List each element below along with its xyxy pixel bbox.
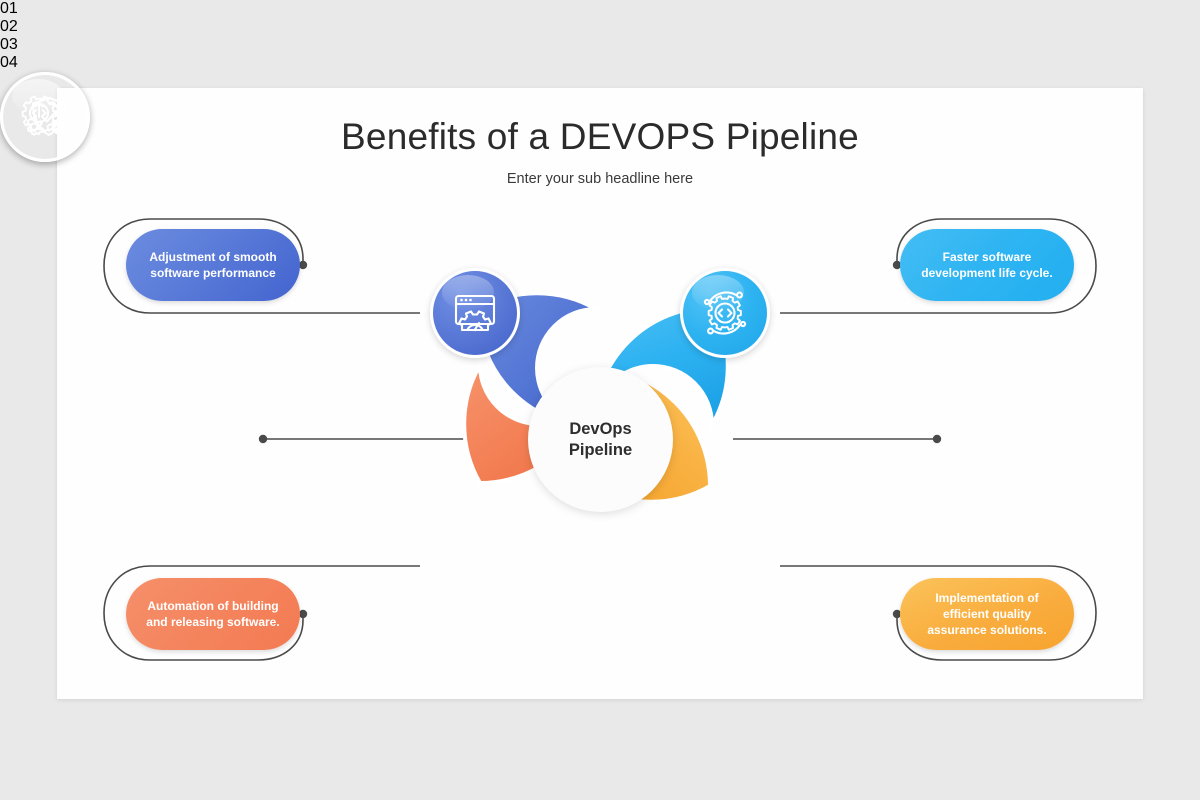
page-title: Benefits of a DEVOPS Pipeline [341,116,859,157]
connector-dot-top-left [298,260,308,270]
connector-dot-bottom-right [892,609,902,619]
petal-number-01: 01 [0,0,18,17]
connector-dot-middle-left [258,434,268,444]
connector-bottom-left [103,565,420,661]
connector-bottom-right [780,565,1097,661]
icon-bubble-02[interactable] [680,268,770,358]
gear-code-arrows-icon [21,95,67,135]
center-label: DevOps Pipeline [528,367,673,512]
connector-dot-top-right [892,260,902,270]
icon-bubble-01[interactable] [430,268,520,358]
center-label-line1: DevOps [569,420,632,439]
connector-dot-bottom-left [298,609,308,619]
icon-bubble-04[interactable] [0,72,90,162]
petal-number-02: 02 [0,18,18,35]
gear-code-network-icon [703,291,747,335]
connector-top-right [780,218,1097,314]
page-subtitle: Enter your sub headline here [506,171,694,187]
connector-dot-middle-right [932,434,942,444]
center-label-line2: Pipeline [568,440,633,459]
petal-number-04: 04 [0,54,18,71]
browser-gauge-icon [454,294,496,332]
petal-number-03: 03 [0,36,18,53]
connector-top-left [103,218,420,314]
